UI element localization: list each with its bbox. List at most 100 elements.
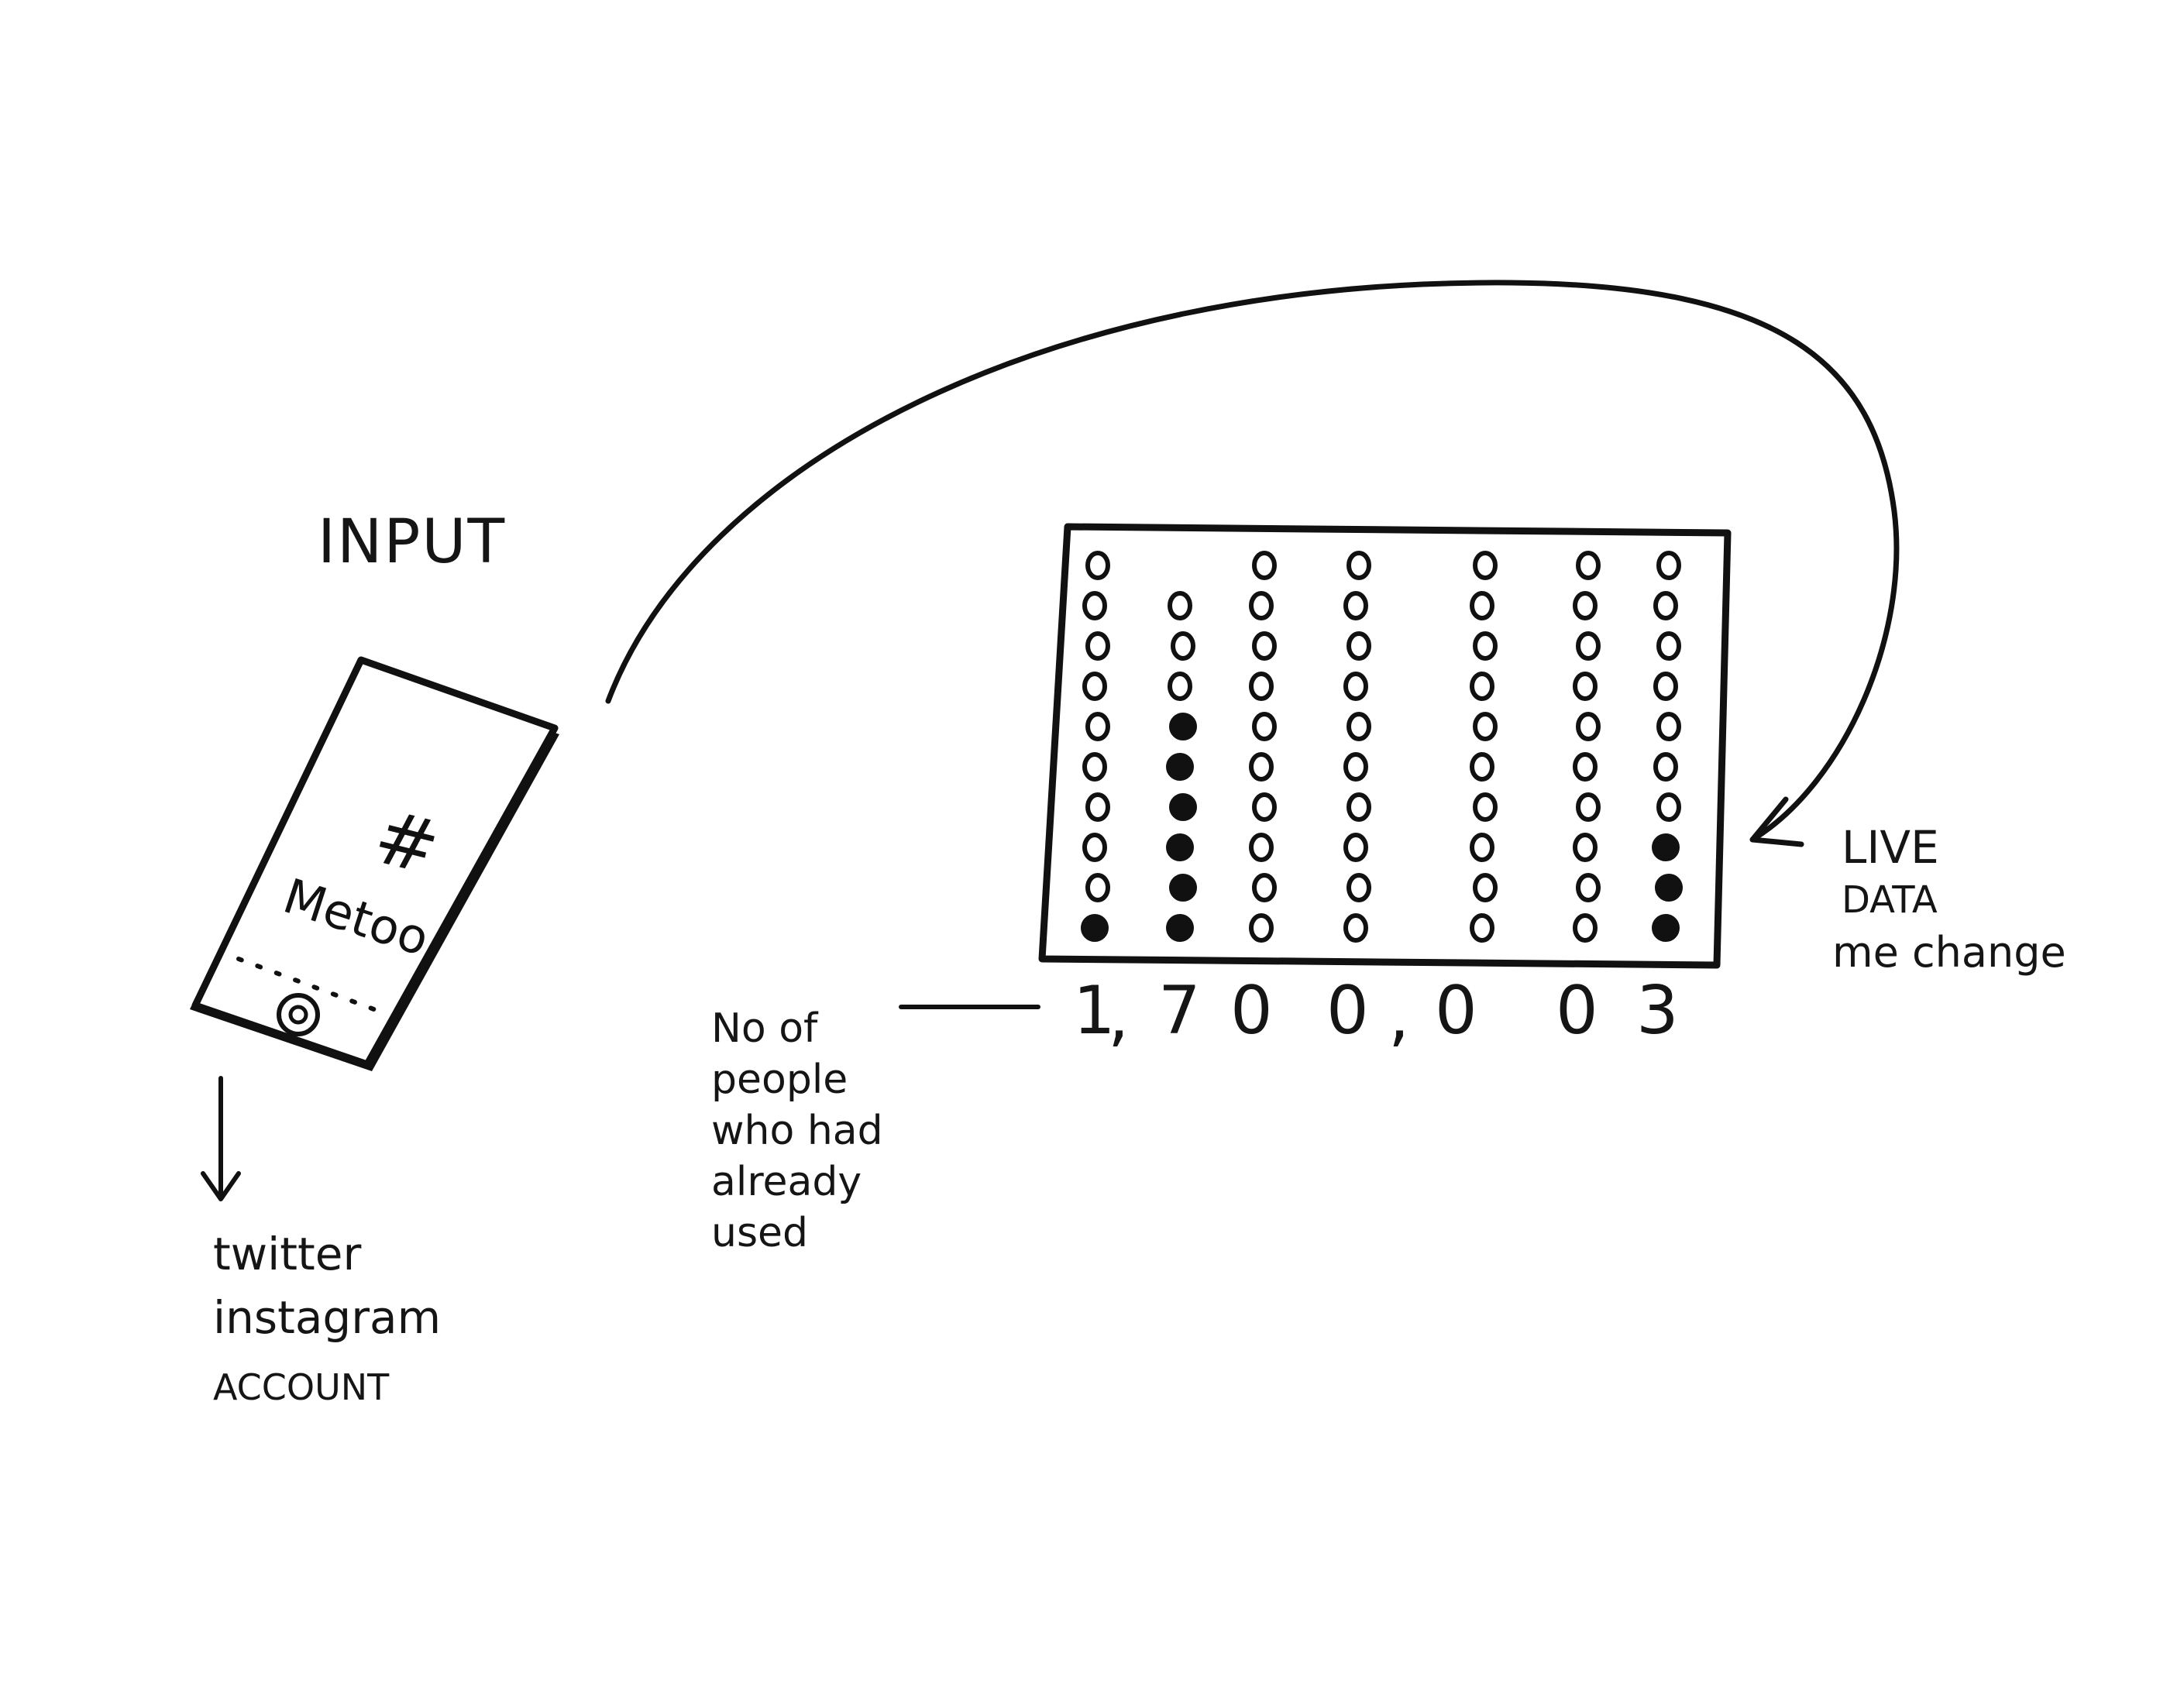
input-title: INPUT <box>318 507 507 577</box>
counter-digit: 7 <box>1158 972 1201 1050</box>
empty-dot <box>1470 672 1494 701</box>
platform-account: ACCOUNT <box>213 1366 390 1408</box>
empty-dot <box>1473 631 1498 661</box>
counter-separator: , <box>1388 977 1410 1055</box>
empty-dot <box>1576 712 1601 741</box>
empty-dot <box>1249 591 1274 620</box>
empty-dot <box>1252 631 1277 661</box>
empty-dot <box>1249 752 1274 782</box>
live-data-display <box>1038 523 1732 969</box>
filled-dot <box>1652 833 1680 861</box>
empty-dot <box>1470 591 1494 620</box>
empty-dot <box>1343 672 1368 701</box>
empty-dot <box>1249 833 1274 862</box>
counter-separator: , <box>1108 977 1130 1055</box>
dot-grid <box>1081 551 1683 943</box>
counter-digit: 0 <box>1556 972 1598 1050</box>
empty-dot <box>1347 873 1371 902</box>
platform-list: twitter instagram ACCOUNT <box>213 1228 441 1414</box>
empty-dot <box>1249 672 1274 701</box>
empty-dot <box>1470 833 1494 862</box>
empty-dot <box>1343 833 1368 862</box>
phone-home-button-icon <box>277 993 320 1036</box>
empty-dot <box>1573 913 1598 943</box>
empty-dot <box>1347 792 1371 822</box>
platform-instagram: instagram <box>213 1291 442 1344</box>
empty-dot <box>1573 833 1598 862</box>
empty-dot <box>1573 591 1598 620</box>
empty-dot <box>1082 752 1107 782</box>
counter-digit: 0 <box>1435 972 1477 1050</box>
empty-dot <box>1082 672 1107 701</box>
filled-dot <box>1655 874 1683 902</box>
empty-dot <box>1168 591 1192 620</box>
empty-dot <box>1576 551 1601 580</box>
empty-dot <box>1085 551 1110 580</box>
empty-dot <box>1249 913 1274 943</box>
counter-digit: 3 <box>1636 972 1679 1050</box>
empty-dot <box>1473 792 1498 822</box>
empty-dot <box>1168 672 1192 701</box>
phone-divider <box>236 957 380 1013</box>
empty-dot <box>1656 631 1681 661</box>
empty-dot <box>1082 591 1107 620</box>
empty-dot <box>1347 551 1371 580</box>
empty-dot <box>1347 631 1371 661</box>
empty-dot <box>1656 792 1681 822</box>
empty-dot <box>1576 792 1601 822</box>
filled-dot <box>1169 713 1197 740</box>
empty-dot <box>1470 913 1494 943</box>
empty-dot <box>1085 631 1110 661</box>
empty-dot <box>1085 792 1110 822</box>
filled-dot <box>1166 833 1194 861</box>
live-data-note: LIVE DATA me change <box>1832 821 2066 979</box>
empty-dot <box>1576 631 1601 661</box>
phone-icon: # Metoo <box>190 656 559 1071</box>
empty-dot <box>1656 712 1681 741</box>
live-note-line-3: me change <box>1832 928 2066 977</box>
counter-digit: 0 <box>1326 972 1369 1050</box>
empty-dot <box>1653 591 1678 620</box>
filled-dot <box>1652 914 1680 942</box>
note-line-5: used <box>711 1210 809 1256</box>
empty-dot <box>1343 752 1368 782</box>
live-note-line-1: LIVE <box>1842 821 1939 874</box>
empty-dot <box>1252 873 1277 902</box>
empty-dot <box>1252 712 1277 741</box>
counter-digit: 0 <box>1230 972 1273 1050</box>
empty-dot <box>1473 551 1498 580</box>
empty-dot <box>1347 712 1371 741</box>
filled-dot <box>1169 793 1197 821</box>
empty-dot <box>1171 631 1195 661</box>
empty-dot <box>1085 873 1110 902</box>
live-note-line-2: DATA <box>1842 878 1938 922</box>
empty-dot <box>1470 752 1494 782</box>
note-line-2: people <box>711 1057 848 1103</box>
empty-dot <box>1576 873 1601 902</box>
note-line-4: already <box>711 1159 862 1205</box>
empty-dot <box>1252 792 1277 822</box>
empty-dot <box>1085 712 1110 741</box>
empty-dot <box>1343 591 1368 620</box>
counter-digit: 1 <box>1073 972 1116 1050</box>
filled-dot <box>1081 914 1109 942</box>
empty-dot <box>1573 672 1598 701</box>
down-arrow-icon <box>201 1076 241 1201</box>
empty-dot <box>1573 752 1598 782</box>
note-line-3: who had <box>711 1108 883 1154</box>
platform-twitter: twitter <box>213 1228 362 1280</box>
flow-arc-arrowhead-icon <box>1749 796 1804 847</box>
flow-arc <box>605 280 1900 841</box>
empty-dot <box>1343 913 1368 943</box>
empty-dot <box>1252 551 1277 580</box>
people-count-note: No of people who had already used <box>711 1003 883 1259</box>
empty-dot <box>1656 551 1681 580</box>
empty-dot <box>1653 752 1678 782</box>
empty-dot <box>1082 833 1107 862</box>
filled-dot <box>1166 753 1194 781</box>
filled-dot <box>1166 914 1194 942</box>
empty-dot <box>1653 672 1678 701</box>
empty-dot <box>1473 873 1498 902</box>
filled-dot <box>1169 874 1197 902</box>
